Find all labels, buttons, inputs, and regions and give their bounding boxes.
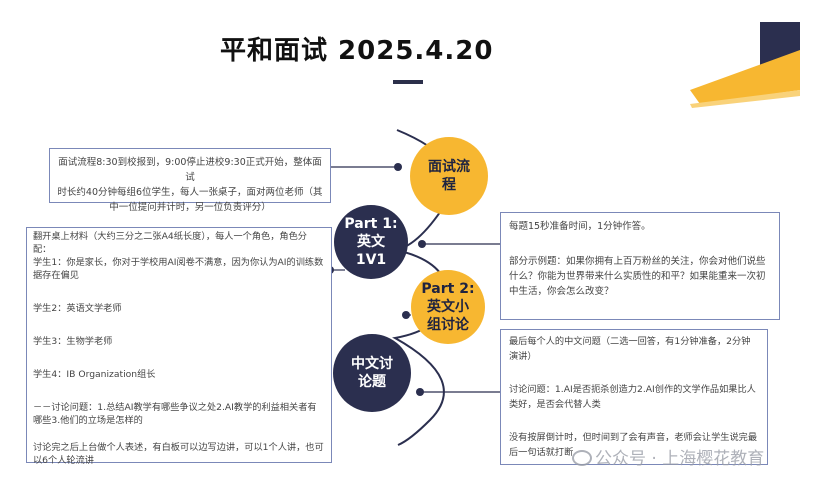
timing-note: 没有按屏倒计时，但时间到了会有声音，老师会让学生说完最后一句话就打断 <box>509 432 758 458</box>
title-underline <box>393 80 423 84</box>
example-questions: 部分示例题：如果你拥有上百万粉丝的关注，你会对他们说些什么？你能为世界带来什么实… <box>509 256 766 297</box>
page-title: 平和面试 2025.4.20 <box>220 36 494 66</box>
chinese-intro: 最后每个人的中文问题（二选一回答，有1分钟准备，2分钟演讲） <box>509 336 751 362</box>
student-role: 学生1：你是家长，你对于学校用AI阅卷不满意，因为你认为AI的训练数据存在偏见 <box>33 257 324 281</box>
node-part1-english: Part 1: 英文 1V1 <box>334 205 408 279</box>
english-part1-box: 翻开桌上材料（大约三分之二张A4纸长度），每人一个角色，角色分配： 学生1：你是… <box>26 227 332 466</box>
part1-details-box: 每题15秒准备时间，1分钟作答。 部分示例题：如果你拥有上百万粉丝的关注，你会对… <box>500 212 780 320</box>
student-role: 学生4：IB Organization组长 <box>33 369 156 380</box>
process-box: 面试流程8:30到校报到，9:00停止进校9:30正式开始，整体面试 时长约40… <box>49 148 331 213</box>
prep-time: 每题15秒准备时间，1分钟作答。 <box>509 221 651 232</box>
process-line: 时长约40分钟每组6位学生，每人一张桌子，面对两位老师（其 <box>57 187 323 198</box>
closing-note: 讨论完之后上台做个人表述，有白板可以边写边讲，可以1个人讲，也可以6个人轮流讲 <box>33 442 324 466</box>
node-label: Part 2: <box>421 281 475 297</box>
student-role: 学生3：生物学老师 <box>33 336 113 347</box>
node-label: 中文讨 <box>351 356 393 372</box>
student-role: 学生2：英语文学老师 <box>33 303 122 314</box>
materials-intro: 翻开桌上材料（大约三分之二张A4纸长度），每人一个角色，角色分配： <box>33 231 307 255</box>
watermark-text: 公众号 · 上海樱花教育 <box>595 449 765 469</box>
chinese-details-box: 最后每个人的中文问题（二选一回答，有1分钟准备，2分钟演讲） 讨论问题：1.AI… <box>500 329 768 465</box>
node-chinese-discussion: 中文讨 论题 <box>333 334 411 412</box>
node-label: 论题 <box>358 374 386 390</box>
process-line: 中一位提问并计时，另一位负责评分） <box>109 202 271 213</box>
node-label: Part 1: <box>344 216 398 232</box>
process-line: 面试流程8:30到校报到，9:00停止进校9:30正式开始，整体面试 <box>58 157 322 183</box>
node-interview-process: 面试流 程 <box>410 137 488 215</box>
watermark: 公众号 · 上海樱花教育 <box>572 444 764 469</box>
discussion-question: －－讨论问题：1.总结AI教学有哪些争议之处2.AI教学的利益相关者有哪些3.他… <box>33 402 317 426</box>
node-label: 英文小 <box>427 299 469 315</box>
wechat-icon <box>572 450 592 466</box>
node-label: 1V1 <box>355 252 387 268</box>
chinese-question: 讨论问题：1.AI是否扼杀创造力2.AI创作的文学作品如果比人类好，是否会代替人… <box>509 384 756 410</box>
node-label: 面试流 <box>428 159 470 175</box>
node-label: 程 <box>442 177 456 193</box>
node-label: 组讨论 <box>427 317 469 333</box>
node-label: 英文 <box>357 234 385 250</box>
node-part2-group: Part 2: 英文小 组讨论 <box>411 270 485 344</box>
